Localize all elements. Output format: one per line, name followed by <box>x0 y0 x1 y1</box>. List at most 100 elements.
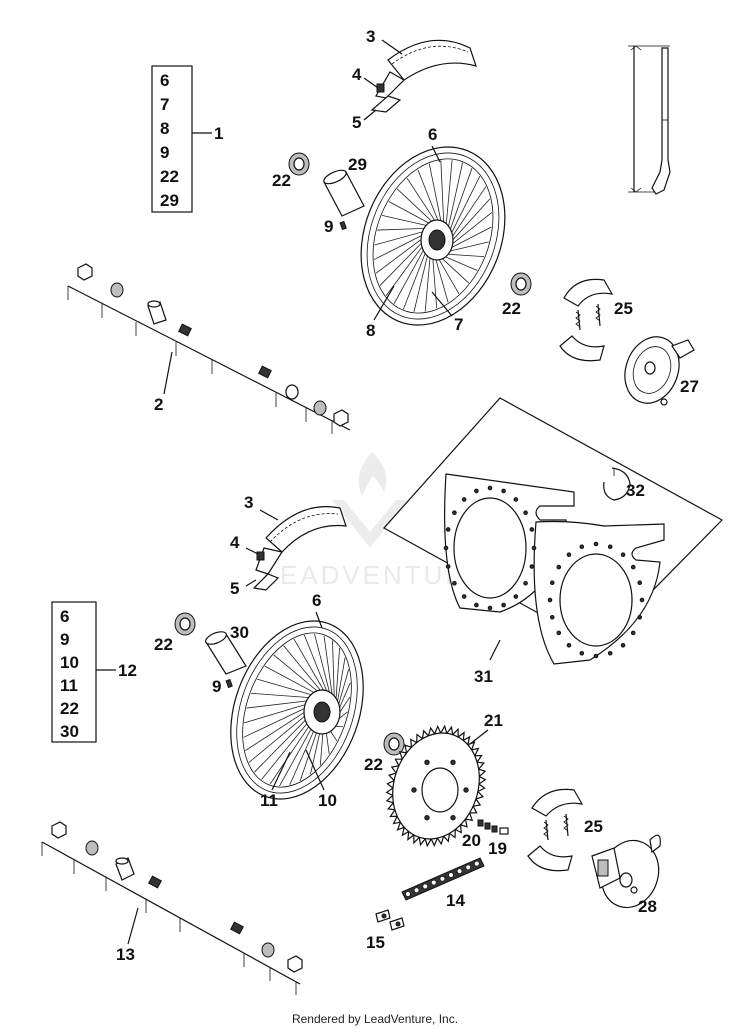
callout-front-nipple: 9 <box>324 217 333 236</box>
callout-rear-axle: 13 <box>116 945 135 964</box>
callout-front-spoke-7: 7 <box>454 315 463 334</box>
callout-master-link: 15 <box>366 933 385 952</box>
front-spacer: 29 <box>323 155 367 217</box>
kit-front-item: 22 <box>160 167 179 186</box>
spoke-line <box>319 729 324 766</box>
master-link: 15 <box>366 909 405 952</box>
weight-hole <box>501 488 506 494</box>
spoke-line <box>393 248 425 305</box>
spoke-line <box>449 168 473 232</box>
weight-hole <box>547 597 553 603</box>
sprocket-bolt-hole <box>424 815 430 821</box>
callout-rear-rim: 6 <box>312 591 321 610</box>
footer-credit: Rendered by LeadVenture, Inc. <box>291 1012 459 1026</box>
front-bearing-left: 22 <box>272 152 310 190</box>
callout-sprocket-bolt: 19 <box>488 839 507 858</box>
weight-hole <box>529 527 535 532</box>
spoke-line <box>385 244 424 297</box>
kit-rear-item: 10 <box>60 653 79 672</box>
weight-hole <box>474 602 479 608</box>
rear-brake-plate: 28 <box>591 834 661 916</box>
weight-hole <box>637 580 643 585</box>
callout-wheel-weights: 31 <box>474 667 493 686</box>
sprocket-bolt-hole <box>411 787 417 793</box>
callout-front-rim-strip: 5 <box>352 113 361 132</box>
spoke-line <box>432 257 438 309</box>
kit-front-item: 29 <box>160 191 179 210</box>
callout-front-brake-plate: 27 <box>680 377 699 396</box>
spoke-line <box>374 230 425 246</box>
kit-rear-callout: 12 <box>118 661 137 680</box>
spoke-line <box>445 253 485 258</box>
weight-hole <box>549 580 555 585</box>
kit-front-item: 6 <box>160 71 169 90</box>
kit-front-item: 8 <box>160 119 169 138</box>
spoke-line <box>440 160 445 225</box>
callout-front-tube: 4 <box>352 65 362 84</box>
spoke-line <box>445 160 453 227</box>
callout-rear-tube: 4 <box>230 533 240 552</box>
callout-weight-clip: 32 <box>626 481 645 500</box>
spoke-line <box>406 177 437 223</box>
sprocket-fasteners: 20 19 <box>462 819 509 858</box>
spoke-wrench-tool <box>628 45 671 195</box>
callout-front-bearing-left: 22 <box>272 171 291 190</box>
callout-rear-bearing-left: 22 <box>154 635 173 654</box>
kit-rear-item: 6 <box>60 607 69 626</box>
kit-rear-item: 9 <box>60 630 69 649</box>
kit-front-callout: 1 <box>214 124 223 143</box>
spoke-line <box>246 699 312 709</box>
weight-hole <box>630 630 636 636</box>
weight-hole <box>620 643 626 648</box>
spoke-line <box>283 645 324 695</box>
spoke-line <box>335 647 340 708</box>
weight-hole <box>593 653 599 659</box>
wheel-weights-group: 32 31 <box>383 397 723 686</box>
weight-hole <box>452 580 457 586</box>
weight-hole <box>630 564 636 570</box>
sprocket-bolt-hole <box>450 759 456 765</box>
front-nipple: 9 <box>324 217 347 236</box>
weight-hole <box>607 544 613 550</box>
spoke-line <box>413 253 429 312</box>
callout-rear-brake-plate: 28 <box>638 897 657 916</box>
sprocket-bolt-hole <box>463 787 469 793</box>
spoke-line <box>289 727 316 786</box>
spoke-line <box>310 729 321 775</box>
callout-front-brake-shoes: 25 <box>614 299 633 318</box>
rear-tire: 3 4 5 <box>230 493 347 598</box>
chain-link-pin <box>474 860 480 867</box>
weight-hole <box>443 545 449 551</box>
front-brake-shoes: 25 <box>559 278 633 362</box>
spoke-line <box>450 198 491 243</box>
chain-link-pin <box>422 883 428 890</box>
spoke-line <box>450 212 493 246</box>
callout-front-spacer: 29 <box>348 155 367 174</box>
callout-sprocket: 21 <box>484 711 503 730</box>
spoke-line <box>450 186 487 239</box>
kit-rear-item: 30 <box>60 722 79 741</box>
callout-chain: 14 <box>446 891 465 910</box>
front-bearing-right: 22 <box>502 272 532 318</box>
weight-hole <box>487 485 493 491</box>
weight-hole <box>523 580 528 586</box>
spoke-line <box>428 163 442 223</box>
weight-hole <box>566 643 572 648</box>
spoke-line <box>244 702 310 724</box>
kit-box-rear: 6 9 10 11 22 30 12 <box>51 601 137 743</box>
spoke-line <box>332 640 335 704</box>
spoke-line <box>396 188 434 223</box>
weight-hole <box>513 594 519 599</box>
chain: 14 <box>401 857 485 910</box>
callout-rear-bearing-right: 22 <box>364 755 383 774</box>
sprocket-bolt-hole <box>424 759 430 765</box>
weight-hole <box>579 650 585 656</box>
callout-rear-brake-shoes: 25 <box>584 817 603 836</box>
chain-link-pin <box>405 891 411 897</box>
spoke-line <box>243 706 309 738</box>
weight-hole <box>461 594 467 599</box>
weight-hole <box>529 564 535 569</box>
spoke-line <box>388 201 431 225</box>
spoke-line <box>443 255 478 271</box>
